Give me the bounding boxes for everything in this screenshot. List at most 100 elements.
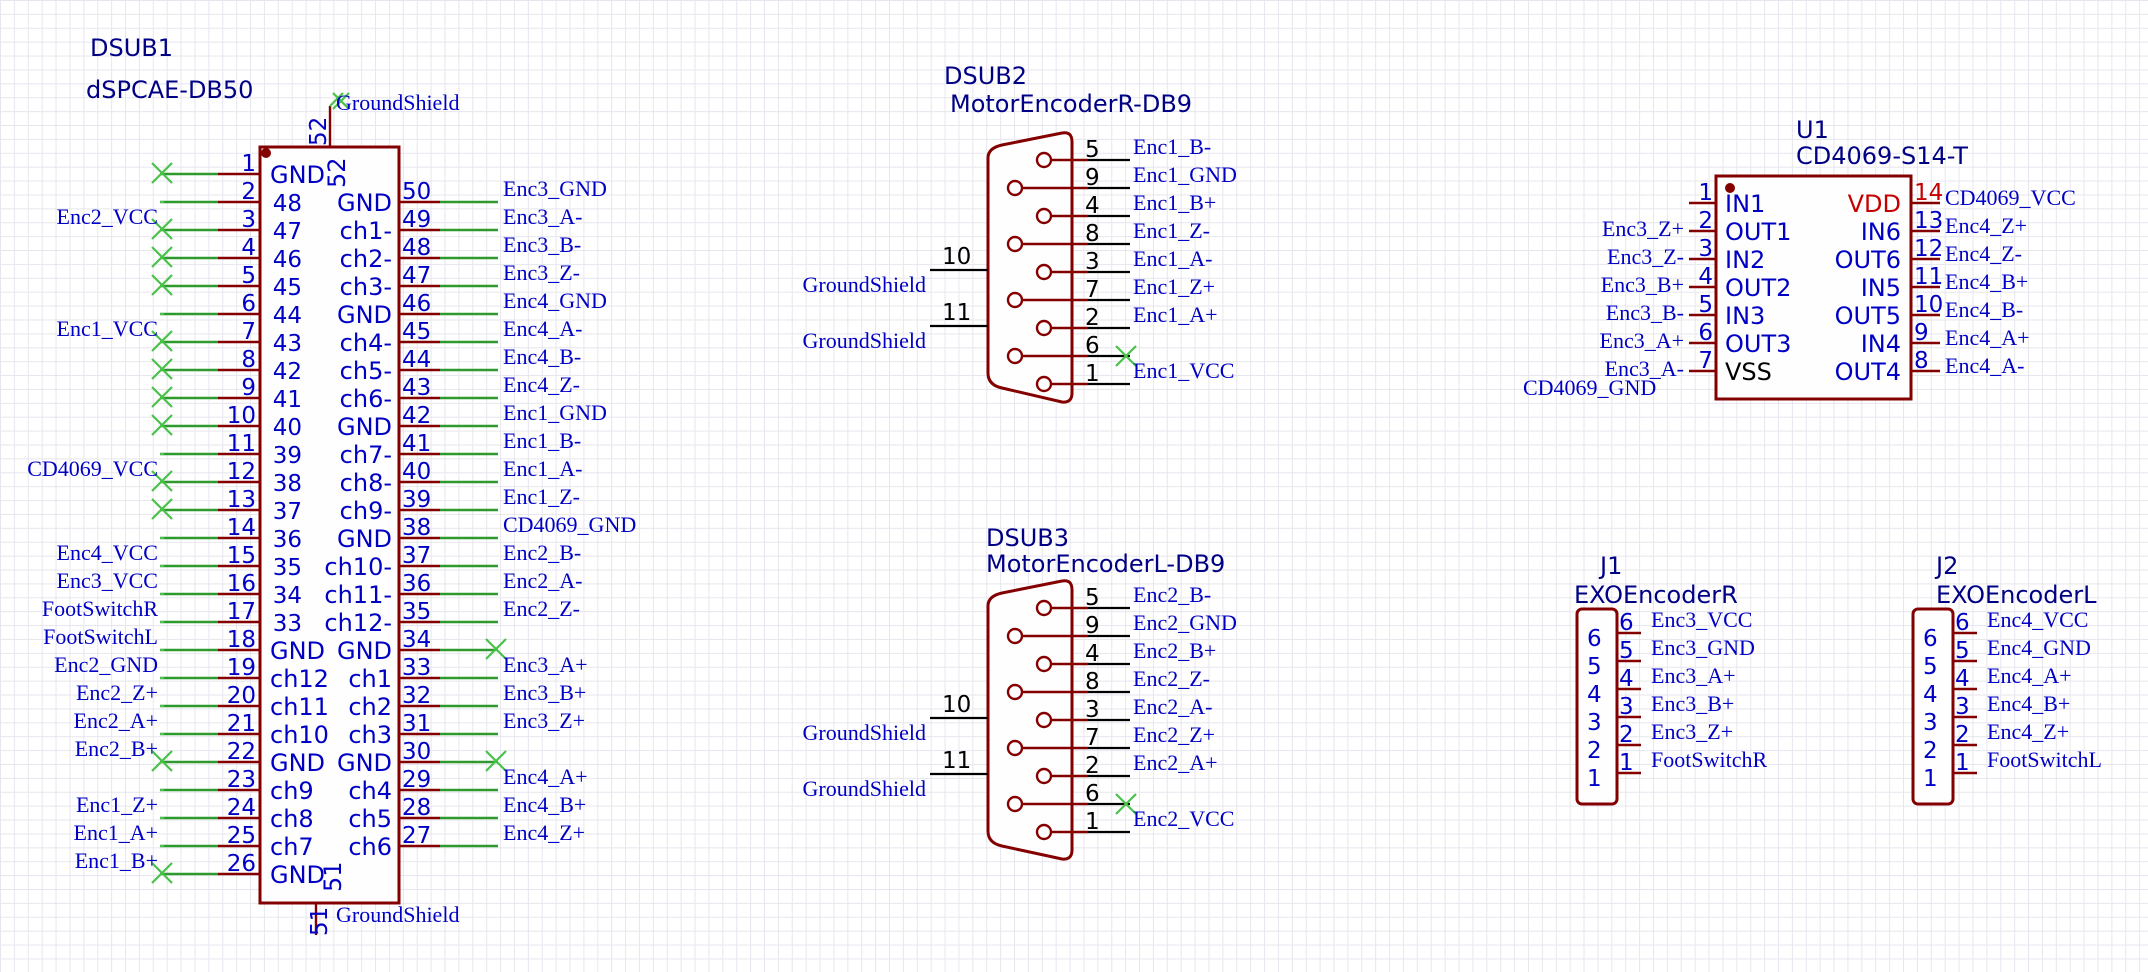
j1-body [1575,607,1619,806]
j2-net-label: Enc4_VCC [1987,607,2088,632]
dsub1-left-pin-name: ch8 [270,805,314,833]
dsub2-net-label: Enc1_A+ [1133,302,1218,327]
u1-left-pin-num: 3 [1698,236,1713,262]
dsub1-pin51-num: 51 [307,907,333,936]
j1-ref: J1 [1598,552,1622,580]
dsub2-net-label: Enc1_VCC [1133,358,1234,383]
dsub2-contact [1035,151,1053,169]
dsub2-contact [1035,319,1053,337]
dsub1-left-pin-num: 10 [227,403,256,429]
dsub1-left-pin-num: 3 [241,207,256,233]
dsub1-right-pin-num: 41 [402,431,431,457]
dsub1-left-pin-num: 22 [227,739,256,765]
u1-left-net-label: Enc3_A+ [1600,328,1685,353]
dsub1-mid-pin-num: 43 [273,331,302,357]
u1-right-pin-num: 12 [1914,236,1943,262]
u1-left-pin-num: 4 [1698,264,1713,290]
dsub1-left-pin-num: 12 [227,459,256,485]
u1-right-net-label: Enc4_Z+ [1945,213,2027,238]
dsub1-right-net-label: Enc1_GND [503,400,607,425]
dsub1-right-net-label: Enc3_B+ [503,680,586,705]
dsub1-right-pin-num: 33 [402,655,431,681]
dsub1-right-net-label: Enc1_B- [503,428,581,453]
u1-ref: U1 [1796,116,1829,144]
dsub1-no-connect-icon [151,862,173,884]
dsub1-mid-pin-name: ch6- [340,385,392,413]
dsub1-right-pin-num: 47 [402,263,431,289]
dsub1-symbol[interactable]: DSUB1 dSPCAE-DB50 52 52 GroundShield 51 … [27,34,636,936]
dsub1-right-pin-num: 40 [402,459,431,485]
u1-left-pin-name: OUT2 [1725,274,1791,302]
j1-body-num: 6 [1587,626,1602,652]
dsub1-mid-pin-num: 34 [273,583,302,609]
dsub1-mid-pin-num: 45 [273,275,302,301]
dsub1-ref: DSUB1 [90,34,173,62]
j2-body-num: 2 [1923,738,1938,764]
j2-pin-num: 1 [1955,750,1970,776]
u1-left-pin-num: 2 [1698,208,1713,234]
dsub2-contact [1035,375,1053,393]
dsub1-right-pin-num: 46 [402,291,431,317]
u1-right-pin-name: IN6 [1861,218,1901,246]
dsub2-pin-num: 8 [1085,221,1100,247]
dsub1-right-net-label: Enc1_Z- [503,484,580,509]
dsub1-body [258,145,401,905]
j2-net-label: Enc4_B+ [1987,691,2070,716]
dsub3-shell-pin-num: 11 [942,748,971,774]
dsub1-right-pin-name: ch6 [348,833,392,861]
dsub3-contact [1035,655,1053,673]
dsub1-left-net-label: Enc3_VCC [57,568,158,593]
dsub1-right-net-label: Enc3_A+ [503,652,588,677]
u1-right-pin-num: 9 [1914,320,1929,346]
dsub2-value: MotorEncoderR-DB9 [950,90,1192,118]
dsub1-right-pin-name: ch3 [348,721,392,749]
u1-right-pin-name: VDD [1848,190,1901,218]
dsub1-left-pin-num: 21 [227,711,256,737]
j1-net-label: Enc3_B+ [1651,691,1734,716]
dsub3-net-label: Enc2_GND [1133,610,1237,635]
dsub1-no-connect-icon [151,414,173,436]
dsub1-mid-pin-num: 38 [273,471,302,497]
dsub1-pin52-wire [329,92,344,107]
dsub1-left-pin-num: 18 [227,627,256,653]
u1-right-net-label: Enc4_Z- [1945,241,2022,266]
u1-right-pin-name: OUT4 [1835,358,1901,386]
dsub1-left-pin-num: 24 [227,795,256,821]
dsub3-pin-num: 7 [1085,725,1100,751]
j2-body-num: 3 [1923,710,1938,736]
u1-right-net-label: Enc4_B+ [1945,269,2028,294]
dsub1-left-pin-num: 20 [227,683,256,709]
dsub1-mid-pin-num: 35 [273,555,302,581]
j2-pin-num: 5 [1955,638,1970,664]
dsub1-mid-pin-name: ch8- [340,469,392,497]
dsub1-mid-pin-num: 42 [273,359,302,385]
dsub1-left-pin-num: 8 [241,347,256,373]
j2-body-num: 1 [1923,766,1938,792]
dsub1-right-net-label: Enc4_B+ [503,792,586,817]
dsub1-left-net-label: Enc1_A+ [74,820,159,845]
dsub1-left-pin-num: 17 [227,599,256,625]
dsub2-shell-pin-num: 11 [942,300,971,326]
dsub2-net-label: Enc1_Z+ [1133,274,1215,299]
dsub3-contact [1035,711,1053,729]
u1-left-pin-num: 7 [1698,348,1713,374]
j2-pin-num: 4 [1955,666,1970,692]
dsub1-left-pin-num: 1 [241,151,256,177]
dsub1-left-net-label: Enc2_B+ [75,736,158,761]
dsub1-mid-pin-name: GND [337,525,392,553]
j2-net-label: FootSwitchL [1987,747,2102,772]
u1-left-net-label: Enc3_B- [1606,300,1684,325]
dsub1-right-net-label: Enc3_GND [503,176,607,201]
dsub1-shield-top-net: GroundShield [336,90,459,115]
dsub2-shell-pin-num: 10 [942,244,971,270]
dsub3-net-label: Enc2_Z+ [1133,722,1215,747]
